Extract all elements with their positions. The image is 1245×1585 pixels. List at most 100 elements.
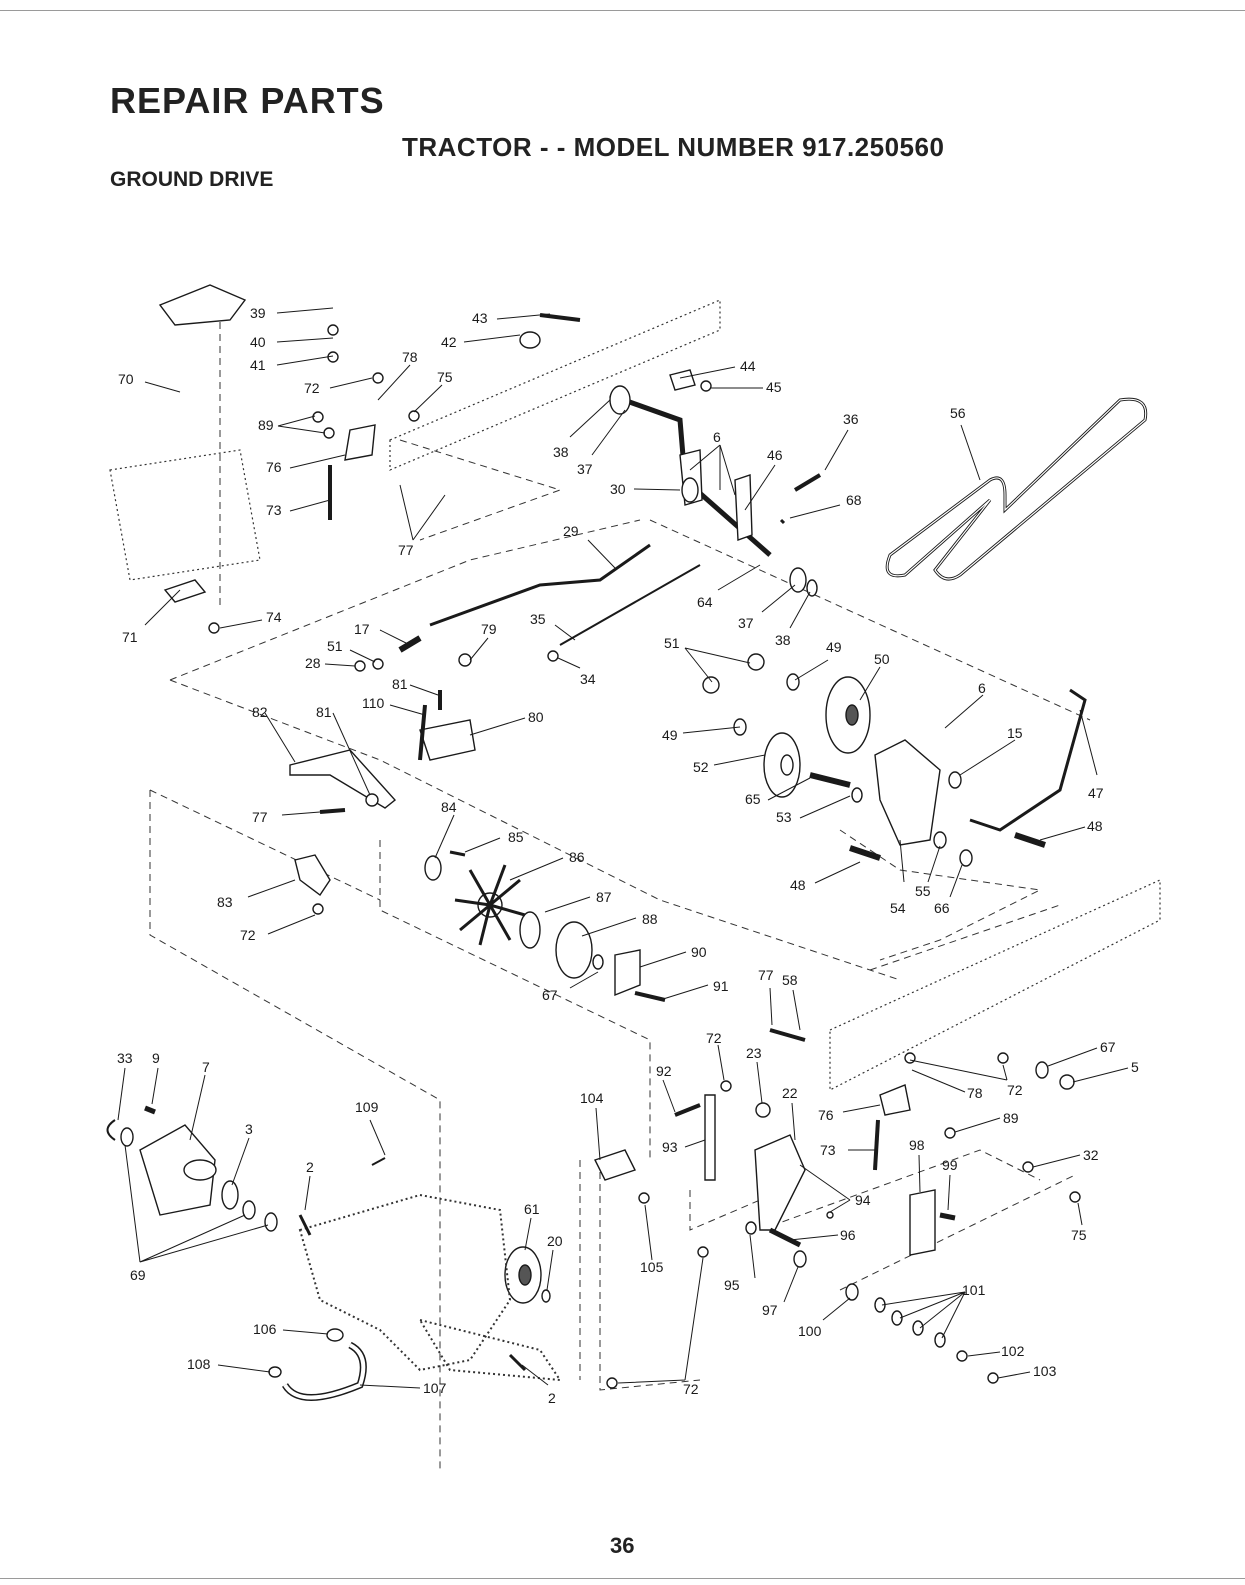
leader — [277, 415, 326, 434]
bolt-77 — [319, 808, 346, 814]
leader — [189, 1074, 206, 1141]
rod-29 — [429, 543, 651, 627]
leader — [217, 1364, 271, 1373]
callout-53: 53 — [776, 809, 792, 825]
leader — [144, 381, 181, 393]
leader — [633, 488, 681, 491]
leader — [117, 1067, 126, 1121]
leader — [231, 1137, 250, 1186]
leader — [289, 454, 346, 469]
leader — [679, 366, 736, 379]
callout-73b: 73 — [820, 1142, 836, 1158]
callout-7: 7 — [202, 1059, 210, 1075]
leader — [587, 539, 616, 569]
callout-66: 66 — [934, 900, 950, 916]
callout-107: 107 — [423, 1380, 447, 1396]
leader — [464, 837, 501, 853]
leader — [927, 845, 941, 883]
bolt-99 — [939, 1212, 956, 1221]
bolt-91 — [634, 991, 666, 1002]
leader — [267, 914, 316, 935]
pulley-52-hub — [780, 754, 794, 776]
nut-51 — [702, 676, 720, 694]
callout-41: 41 — [250, 357, 266, 373]
leader — [713, 754, 766, 766]
callout-48: 48 — [1087, 818, 1103, 834]
leader — [369, 1119, 386, 1156]
brackets — [158, 284, 941, 1256]
leader — [918, 1154, 921, 1193]
bushing-30 — [681, 477, 699, 503]
callout-34: 34 — [580, 671, 596, 687]
leader — [717, 564, 761, 591]
leader — [282, 1329, 329, 1335]
callout-86: 86 — [569, 849, 585, 865]
callout-88: 88 — [642, 911, 658, 927]
leader — [569, 399, 611, 438]
leader — [469, 717, 526, 736]
bracket-90 — [614, 949, 641, 997]
leader — [792, 989, 801, 1031]
leader — [379, 629, 411, 646]
washer-15 — [948, 771, 962, 789]
callout-38b: 38 — [775, 632, 791, 648]
leader — [595, 1107, 601, 1161]
callout-48b: 48 — [790, 877, 806, 893]
leader — [749, 1234, 756, 1279]
callout-76: 76 — [266, 459, 282, 475]
fitting-106 — [326, 1328, 344, 1342]
leader — [617, 1257, 704, 1384]
leader — [767, 777, 811, 801]
bolts-81-110 — [418, 690, 442, 761]
bolt-105 — [638, 1192, 650, 1204]
transaxle-housing — [298, 1193, 512, 1372]
link-93 — [704, 1094, 716, 1181]
bracket-104 — [594, 1149, 636, 1181]
washer-97 — [793, 1250, 807, 1268]
bolts-77-58 — [769, 1028, 806, 1042]
leader — [639, 951, 687, 968]
nut-102 — [956, 1350, 968, 1362]
key-2b — [508, 1353, 527, 1372]
callout-72e: 72 — [1007, 1082, 1023, 1098]
leader — [756, 1061, 763, 1104]
leader — [791, 1102, 796, 1141]
leader — [281, 811, 321, 816]
bolt-48 — [849, 845, 881, 861]
callout-75: 75 — [437, 369, 453, 385]
callout-77c: 77 — [758, 967, 774, 983]
leader — [799, 795, 851, 819]
nut-72d — [606, 1377, 618, 1389]
phantom-line — [869, 904, 1061, 971]
washer-37 — [789, 567, 807, 593]
callout-46: 46 — [767, 447, 783, 463]
callout-70: 70 — [118, 371, 134, 387]
leader — [799, 1164, 851, 1213]
rod-47 — [969, 688, 1087, 832]
leader — [324, 663, 356, 667]
rods — [429, 392, 1087, 832]
nut-72b — [312, 903, 324, 915]
spacer-42 — [519, 331, 541, 349]
callout-6b: 6 — [978, 680, 986, 696]
callout-67: 67 — [542, 987, 558, 1003]
bolt-92 — [674, 1103, 701, 1117]
callout-101: 101 — [962, 1282, 986, 1298]
callout-40: 40 — [250, 334, 266, 350]
washer-69 — [264, 1212, 278, 1232]
phantom-line — [149, 789, 381, 901]
washer-101 — [891, 1310, 903, 1326]
callout-96: 96 — [840, 1227, 856, 1243]
callout-37b: 37 — [738, 615, 754, 631]
bolt-39 — [327, 324, 339, 336]
leader — [276, 355, 334, 366]
bottom-rule — [0, 1578, 1245, 1579]
nut-5 — [1059, 1074, 1075, 1090]
callout-20: 20 — [547, 1233, 563, 1249]
callout-68: 68 — [846, 492, 862, 508]
pin-68 — [779, 518, 786, 525]
callout-29: 29 — [563, 523, 579, 539]
leader — [789, 504, 841, 519]
nut-72c — [697, 1246, 709, 1258]
